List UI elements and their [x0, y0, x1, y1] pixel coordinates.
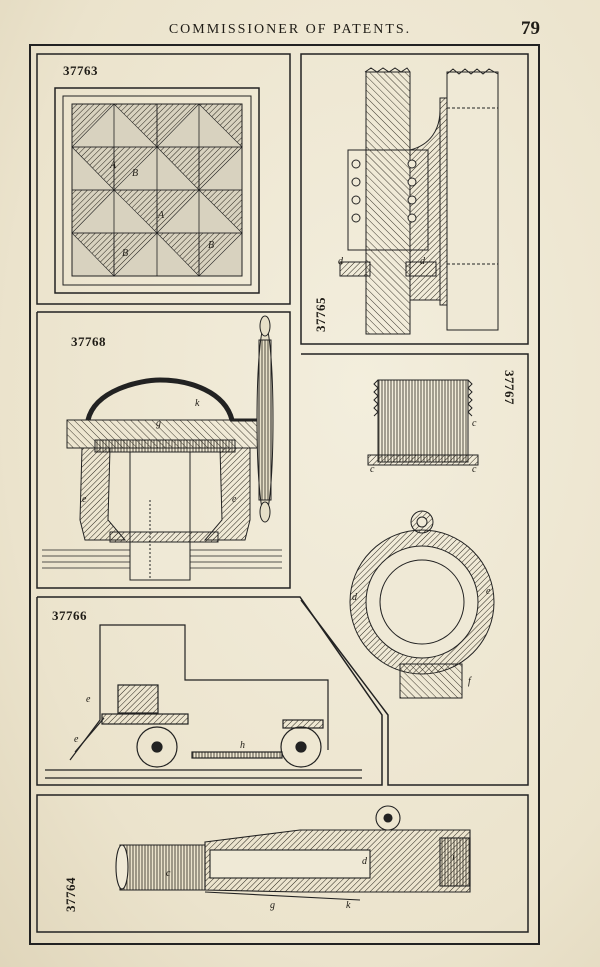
figure-letter: g — [156, 418, 161, 429]
figure-letter: d — [338, 256, 343, 267]
running-header: COMMISSIONER OF PATENTS. — [168, 22, 412, 37]
figure-letter: f — [468, 676, 471, 687]
figure-37765-drawing — [339, 67, 499, 335]
figure-letter: d — [420, 256, 425, 267]
figure-letter: B — [132, 168, 139, 179]
figure-number-37764: 37764 — [63, 877, 78, 912]
figure-letter: k — [346, 900, 351, 911]
figure-letter: c — [472, 464, 477, 475]
figure-letter: h — [240, 740, 245, 751]
figure-letter: e — [486, 586, 491, 597]
figure-number-37763: 37763 — [63, 63, 98, 78]
figure-letter: e — [86, 694, 91, 705]
figure-letter: i — [452, 852, 455, 863]
figure-number-37768: 37768 — [71, 334, 106, 349]
figure-letter: e — [232, 494, 237, 505]
figure-number-37766: 37766 — [52, 608, 87, 623]
figure-37766-drawing — [45, 624, 362, 779]
figure-letter: A — [110, 160, 117, 171]
figure-letter: B — [208, 240, 215, 251]
figure-letter: c — [370, 464, 375, 475]
figure-letter: B — [122, 248, 129, 259]
plate-frame — [29, 44, 540, 945]
figure-letter: d — [362, 856, 367, 867]
page-number: 79 — [521, 18, 540, 39]
figure-37764-drawing — [115, 805, 471, 901]
figure-letter: g — [270, 900, 275, 911]
figure-letter: k — [195, 398, 200, 409]
figure-number-37767: 37767 — [502, 370, 517, 405]
figure-letter: e — [82, 494, 87, 505]
figure-letter: c — [166, 868, 171, 879]
figure-37763-drawing — [54, 87, 260, 294]
figure-37767-drawing — [349, 379, 495, 699]
figure-letter: c — [472, 418, 477, 429]
figure-letter: e — [74, 734, 79, 745]
figure-37768-drawing — [42, 315, 282, 581]
figure-letter: d — [352, 592, 357, 603]
figure-number-37765: 37765 — [313, 297, 328, 332]
figure-letter: A — [158, 210, 165, 221]
